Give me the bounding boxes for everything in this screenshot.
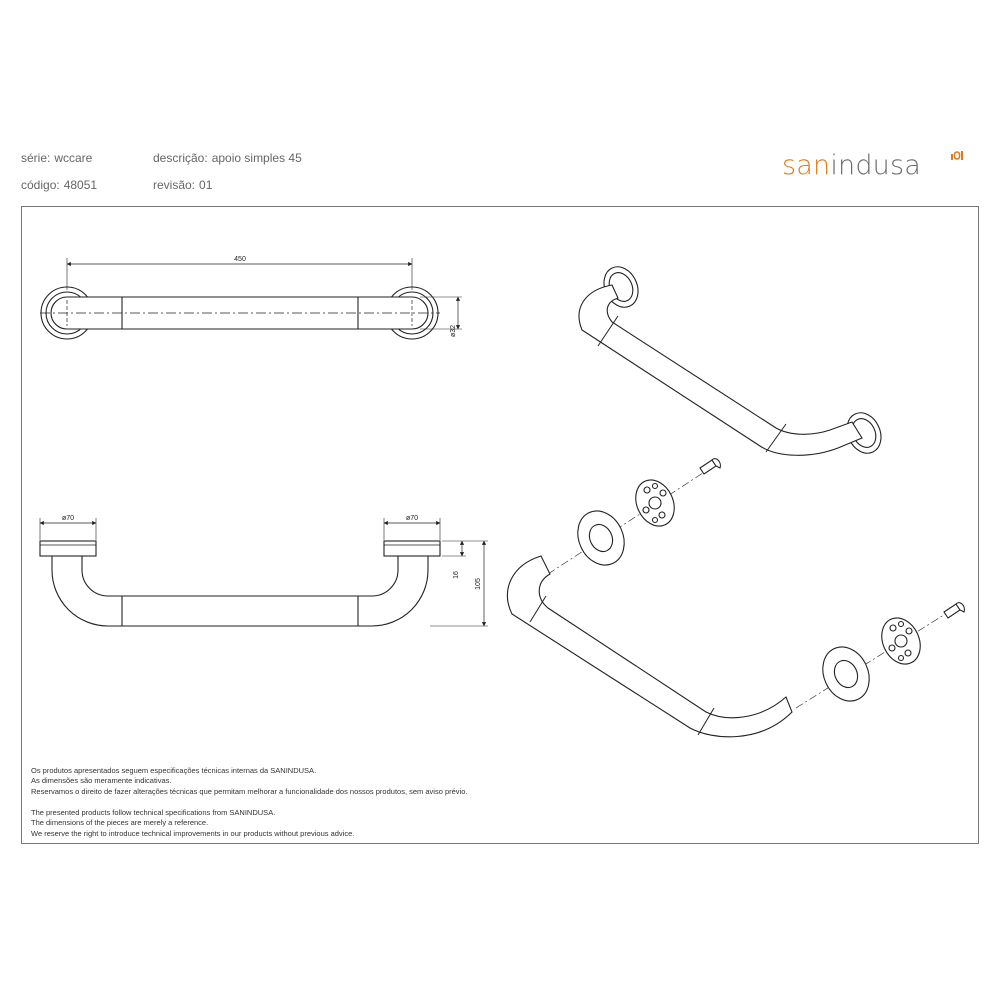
plate-hole <box>889 624 897 632</box>
codigo-label: código: <box>21 178 60 192</box>
serie-field: série:wccare <box>21 151 92 165</box>
exploded-plate-top-hub <box>648 496 662 510</box>
exploded-cover-bottom-inner <box>833 659 859 689</box>
note-pt-line: Reservamos o direito de fazer alterações… <box>31 786 468 796</box>
plate-hole <box>659 489 667 497</box>
revisao-label: revisão: <box>153 178 196 192</box>
dim-total-depth-label: 105 <box>475 578 482 590</box>
exploded-screw-top <box>699 458 721 475</box>
plate-hole <box>888 644 896 652</box>
plate-hole <box>905 627 913 635</box>
note-pt-line: Os produtos apresentados seguem especifi… <box>31 766 317 775</box>
exploded-screw-bottom <box>943 602 965 619</box>
plate-hole <box>651 482 659 490</box>
dim-length-label: 450 <box>234 256 246 263</box>
revisao-field: revisão:01 <box>153 178 212 192</box>
logo-text-indusa: indusa <box>830 150 922 181</box>
drawing-frame <box>21 206 979 844</box>
exploded-plate-bottom-hub <box>894 634 908 648</box>
exploded-sleeve-top <box>529 595 547 623</box>
dim-flange-height-label: 16 <box>453 571 460 579</box>
descricao-field: descrição:apoio simples 45 <box>153 151 302 165</box>
iso-tube <box>578 284 863 456</box>
plate-hole <box>642 506 650 514</box>
plate-hole <box>651 516 659 524</box>
plate-hole <box>904 649 912 657</box>
explode-axis-bottom <box>795 605 959 709</box>
note-en-line: The dimensions of the pieces are merely … <box>31 818 209 828</box>
exploded-cover-bottom-outer <box>822 646 870 702</box>
exploded-plate-bottom <box>881 617 921 665</box>
exploded-cover-top-inner <box>588 523 614 553</box>
logo-mark-icon <box>951 151 963 160</box>
plate-hole <box>897 654 905 662</box>
explode-axis-top <box>547 466 713 575</box>
sanindusa-logo: sanindusa <box>782 150 921 181</box>
exploded-plate-top <box>635 479 675 527</box>
notes-portuguese: Os produtos apresentados seguem especifi… <box>31 766 467 797</box>
revisao-value: 01 <box>199 178 213 192</box>
note-pt-line: As dimensões são meramente indicativas. <box>31 776 172 786</box>
side-flange-left <box>39 540 97 557</box>
descricao-value: apoio simples 45 <box>211 151 302 165</box>
iso-sleeve-top <box>597 315 619 347</box>
side-tube-inner <box>81 556 399 597</box>
plate-hole <box>897 620 905 628</box>
exploded-tube <box>506 555 793 738</box>
dim-flange-right-label: ø70 <box>406 515 418 522</box>
descricao-label: descrição: <box>153 151 208 165</box>
iso-sleeve-bottom <box>765 423 787 453</box>
codigo-value: 48051 <box>63 178 98 192</box>
codigo-field: código:48051 <box>21 178 97 192</box>
exploded-sleeve-bottom <box>697 707 715 736</box>
side-flange-right <box>383 540 441 557</box>
exploded-view <box>506 458 965 738</box>
serie-label: série: <box>21 151 51 165</box>
plate-hole <box>643 486 651 494</box>
logo-text-san: san <box>782 150 831 181</box>
serie-value: wccare <box>54 151 93 165</box>
plate-hole <box>658 511 666 519</box>
side-tube-outer <box>51 556 429 627</box>
note-en-line: We reserve the right to introduce techni… <box>31 828 355 838</box>
note-en-line: The presented products follow technical … <box>31 808 276 817</box>
exploded-cover-top-outer <box>577 510 625 566</box>
dim-tube-diameter-label: ø32 <box>450 325 457 337</box>
isometric-assembled-view <box>578 266 882 456</box>
side-view <box>39 518 488 627</box>
top-view <box>40 258 462 340</box>
dim-flange-left-label: ø70 <box>62 515 74 522</box>
notes-english: The presented products follow technical … <box>31 808 354 839</box>
